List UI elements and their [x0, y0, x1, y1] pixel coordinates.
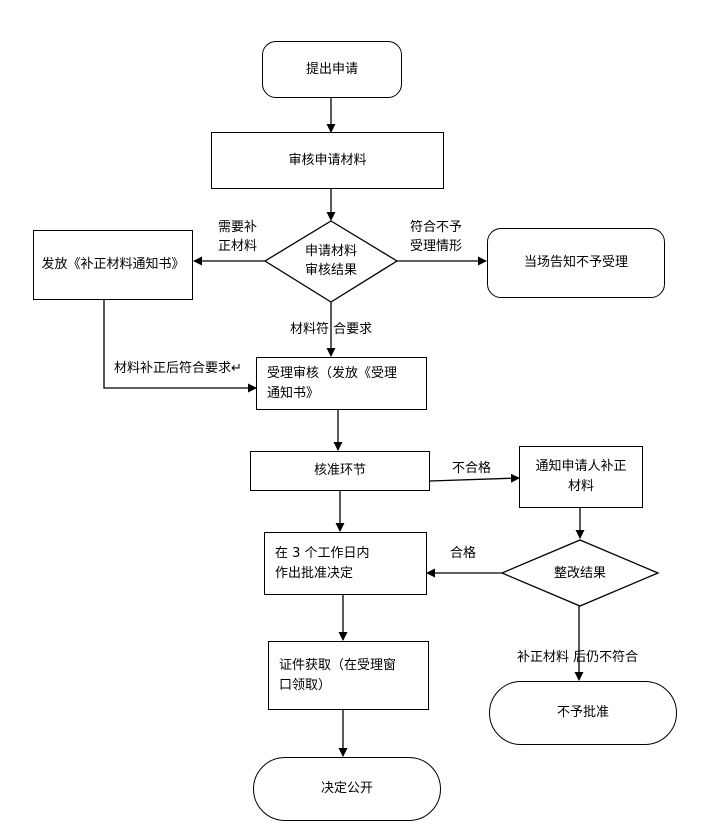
- certificate-pickup-node: 证件获取（在受理窗 口领取）: [268, 641, 429, 710]
- edge-label-failed: 不合格: [452, 461, 492, 476]
- notify-supplement-label: 通知申请人补正 材料: [535, 459, 627, 494]
- review-result-diamond: [263, 220, 399, 303]
- review-result-label: 申请材料 审核结果: [304, 244, 357, 278]
- edge-label-passed: 合格: [450, 546, 477, 561]
- approval-decision-node: 在 3 个工作日内 作出批准决定: [264, 532, 427, 595]
- reject-on-site-label: 当场告知不予受理: [523, 255, 628, 270]
- not-approved-label: 不予批准: [556, 705, 609, 720]
- issue-supplement-notice-node: 发放《补正材料通知书》: [33, 230, 193, 300]
- issue-supplement-notice-label: 发放《补正材料通知书》: [41, 257, 185, 272]
- edge-label-not-eligible: 符合不予 受理情形: [410, 220, 463, 254]
- review-materials-label: 审核申请材料: [288, 152, 367, 168]
- approval-step-node: 核准环节: [250, 451, 430, 491]
- review-materials-node: 审核申请材料: [211, 132, 444, 189]
- edge-label-needs-supplement: 需要补 正材料: [218, 220, 258, 254]
- arrow-supplement-to-accept: [103, 300, 257, 393]
- submit-application-label: 提出申请: [305, 61, 358, 77]
- not-approved-node: 不予批准: [489, 681, 677, 745]
- submit-application-node: 提出申请: [262, 41, 402, 98]
- approval-decision-label: 在 3 个工作日内 作出批准决定: [275, 545, 370, 581]
- reject-on-site-node: 当场告知不予受理: [487, 228, 665, 298]
- rectify-result-diamond: [500, 539, 660, 607]
- publicize-decision-node: 决定公开: [253, 757, 441, 821]
- accept-review-node: 受理审核（发放《受理 通知书》: [256, 357, 427, 410]
- arrow-approval-to-notify: [429, 473, 520, 483]
- edge-label-meets-requirements: 材料符 合要求: [290, 322, 373, 337]
- accept-review-label: 受理审核（发放《受理 通知书》: [267, 365, 398, 401]
- edge-label-still-fails: 补正材料 后仍不符合: [517, 650, 639, 665]
- approval-step-label: 核准环节: [313, 463, 366, 478]
- edge-label-supplemented-ok: 材料补正后符合要求↵: [114, 361, 242, 376]
- notify-supplement-node: 通知申请人补正 材料: [519, 446, 643, 508]
- publicize-decision-label: 决定公开: [320, 781, 373, 796]
- rectify-result-label: 整改结果: [553, 566, 606, 581]
- certificate-pickup-label: 证件获取（在受理窗 口领取）: [279, 657, 397, 693]
